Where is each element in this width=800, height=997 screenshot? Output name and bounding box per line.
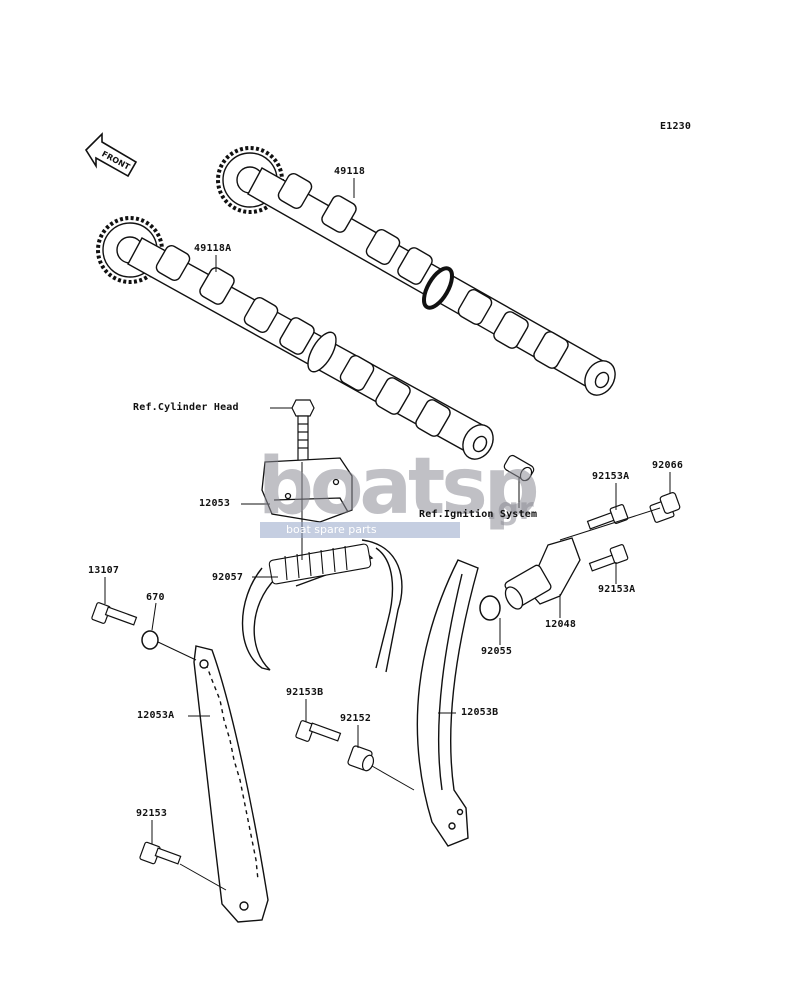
label-12048[interactable]: 12048: [545, 619, 577, 630]
cap-bolt-92066: [649, 492, 681, 523]
leader-92152: [371, 765, 415, 791]
label-92153B[interactable]: 92153B: [286, 687, 324, 698]
camshaft-49118A: [96, 216, 494, 460]
label-92057[interactable]: 92057: [212, 572, 244, 583]
label-670[interactable]: 670: [146, 592, 165, 603]
leader-670: [157, 641, 197, 661]
label-ref-cylinder-head: Ref.Cylinder Head: [133, 402, 239, 413]
o-ring-92055: [479, 595, 501, 621]
watermark-logo: boatsp: [258, 442, 540, 532]
label-12053B[interactable]: 12053B: [461, 707, 499, 718]
label-92153[interactable]: 92153: [136, 808, 168, 819]
chain-tensioner-12048: [504, 537, 581, 610]
watermark-tld: .gr: [486, 492, 534, 527]
label-92153A-lower[interactable]: 92153A: [598, 584, 636, 595]
label-13107[interactable]: 13107: [88, 565, 120, 576]
camshaft-49118: [216, 146, 616, 396]
label-92066[interactable]: 92066: [652, 460, 684, 471]
bolt-92153A-lower: [588, 544, 629, 572]
label-12053[interactable]: 12053: [199, 498, 231, 509]
timing-chain-92057: [241, 539, 403, 673]
label-92153A-upper[interactable]: 92153A: [592, 471, 630, 482]
leader-lines: [104, 178, 671, 844]
washer-670: [141, 630, 159, 650]
leader-92153: [179, 863, 227, 891]
front-arrow-icon: FRONT: [84, 132, 138, 178]
label-12053A[interactable]: 12053A: [137, 710, 175, 721]
chain-guide-12053A: [193, 645, 269, 923]
bolt-92153: [139, 841, 182, 865]
diagram-code: E1230: [660, 121, 692, 132]
label-49118A[interactable]: 49118A: [194, 243, 232, 254]
label-92055[interactable]: 92055: [481, 646, 513, 657]
collar-92152: [347, 745, 375, 772]
watermark-tagline: boat spare parts: [260, 522, 460, 538]
leader-92066: [559, 507, 661, 541]
chain-guide-12053B: [416, 559, 479, 847]
label-49118[interactable]: 49118: [334, 166, 366, 177]
bolt-92153A-upper: [586, 504, 629, 530]
bolt-13107: [91, 602, 138, 626]
bolt-92153B: [295, 720, 342, 742]
chain-guide-12053: [261, 457, 353, 523]
timing-rotor-plug: [503, 454, 535, 482]
label-ref-ignition-system: Ref.Ignition System: [419, 509, 538, 520]
label-92152[interactable]: 92152: [340, 713, 372, 724]
